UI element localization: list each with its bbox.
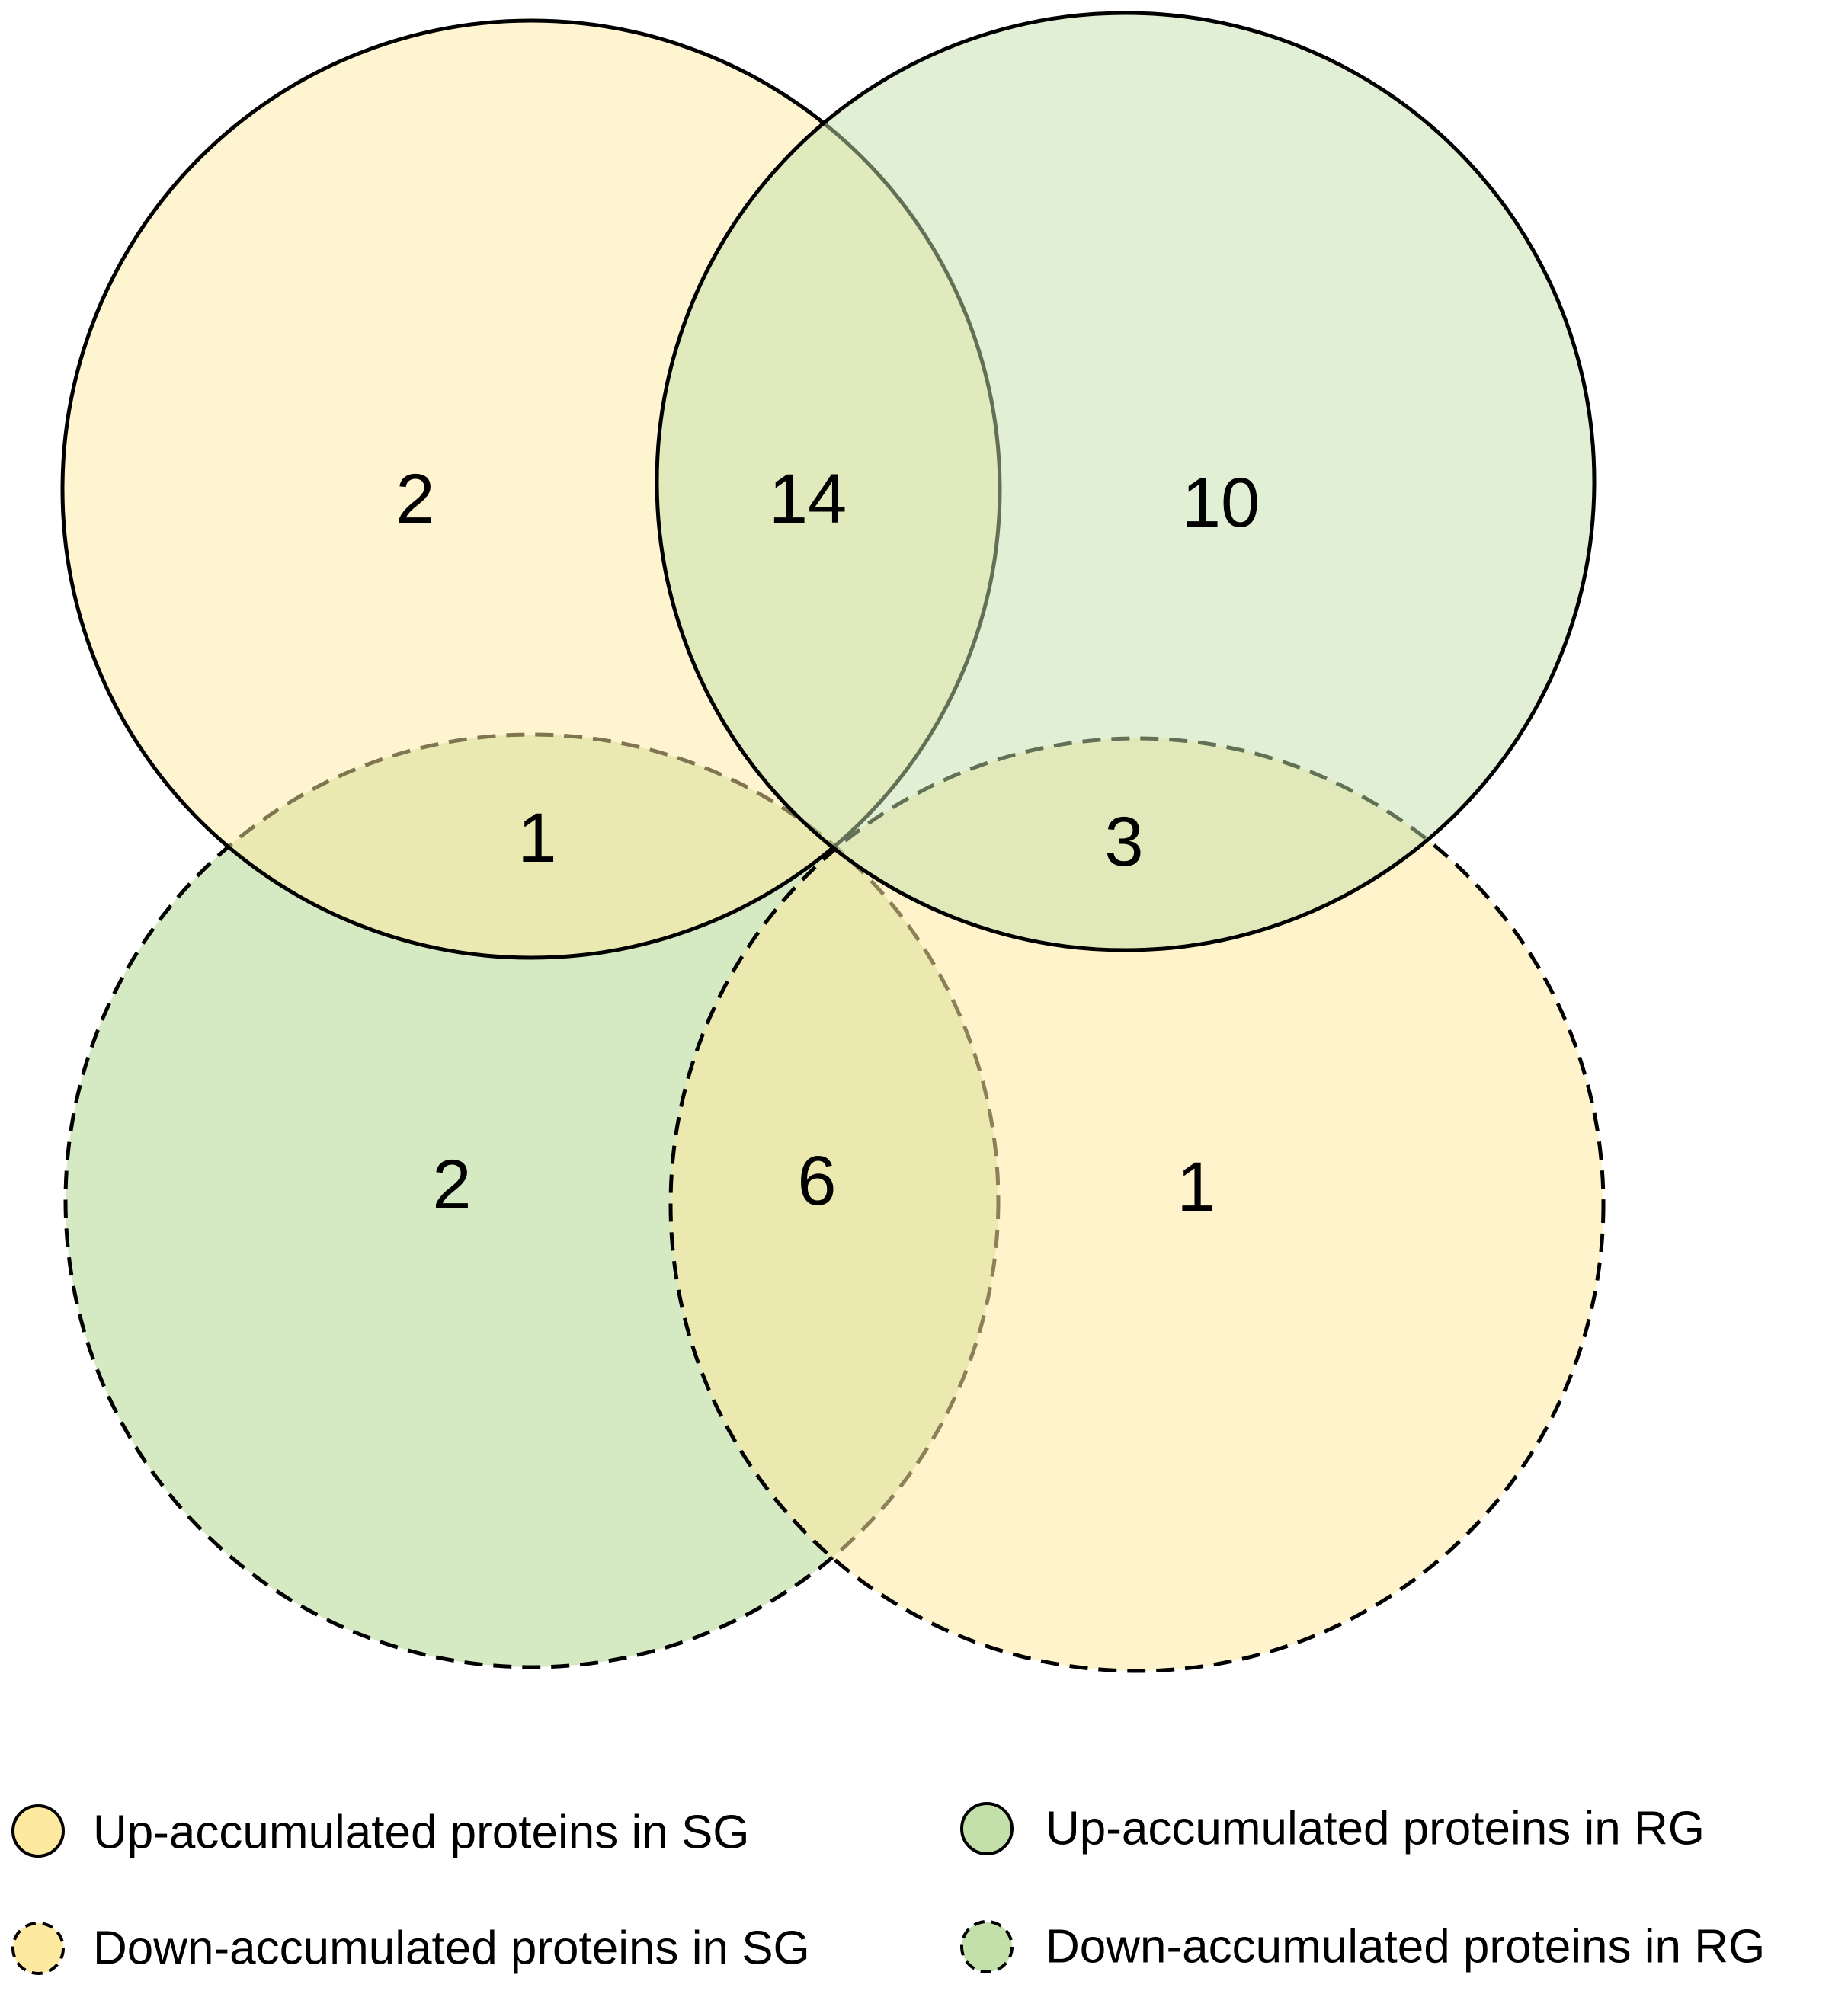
legend: Up-accumulated proteins in SG Up-accumul… [11, 1802, 1765, 1975]
up-rg-circle [655, 11, 1597, 952]
count-up-sg-down-rg: 1 [517, 799, 556, 877]
legend-marker-up-rg [960, 1802, 1014, 1855]
legend-marker-down-sg [11, 1922, 65, 1975]
count-down-rg-down-sg: 6 [797, 1142, 836, 1220]
legend-label-down-rg: Down-accumulated proteins in RG [1046, 1921, 1765, 1973]
count-up-rg-only: 10 [1182, 464, 1260, 542]
legend-marker-down-rg [960, 1920, 1014, 1973]
count-down-sg-only: 1 [1177, 1148, 1215, 1226]
down-sg-circle [668, 736, 1606, 1673]
legend-item-down-sg: Down-accumulated proteins in SG [11, 1922, 810, 1975]
legend-item-up-sg: Up-accumulated proteins in SG [11, 1804, 750, 1859]
count-up-sg-only: 2 [396, 460, 434, 538]
count-up-sg-up-rg: 14 [769, 460, 847, 538]
legend-label-up-sg: Up-accumulated proteins in SG [93, 1807, 750, 1859]
legend-label-down-sg: Down-accumulated proteins in SG [93, 1922, 810, 1975]
legend-item-down-rg: Down-accumulated proteins in RG [960, 1920, 1765, 1973]
legend-marker-up-sg [11, 1804, 65, 1858]
count-down-rg-only: 2 [432, 1146, 471, 1224]
legend-item-up-rg: Up-accumulated proteins in RG [960, 1802, 1705, 1855]
count-up-rg-down-sg: 3 [1104, 803, 1143, 881]
legend-label-up-rg: Up-accumulated proteins in RG [1046, 1803, 1705, 1855]
